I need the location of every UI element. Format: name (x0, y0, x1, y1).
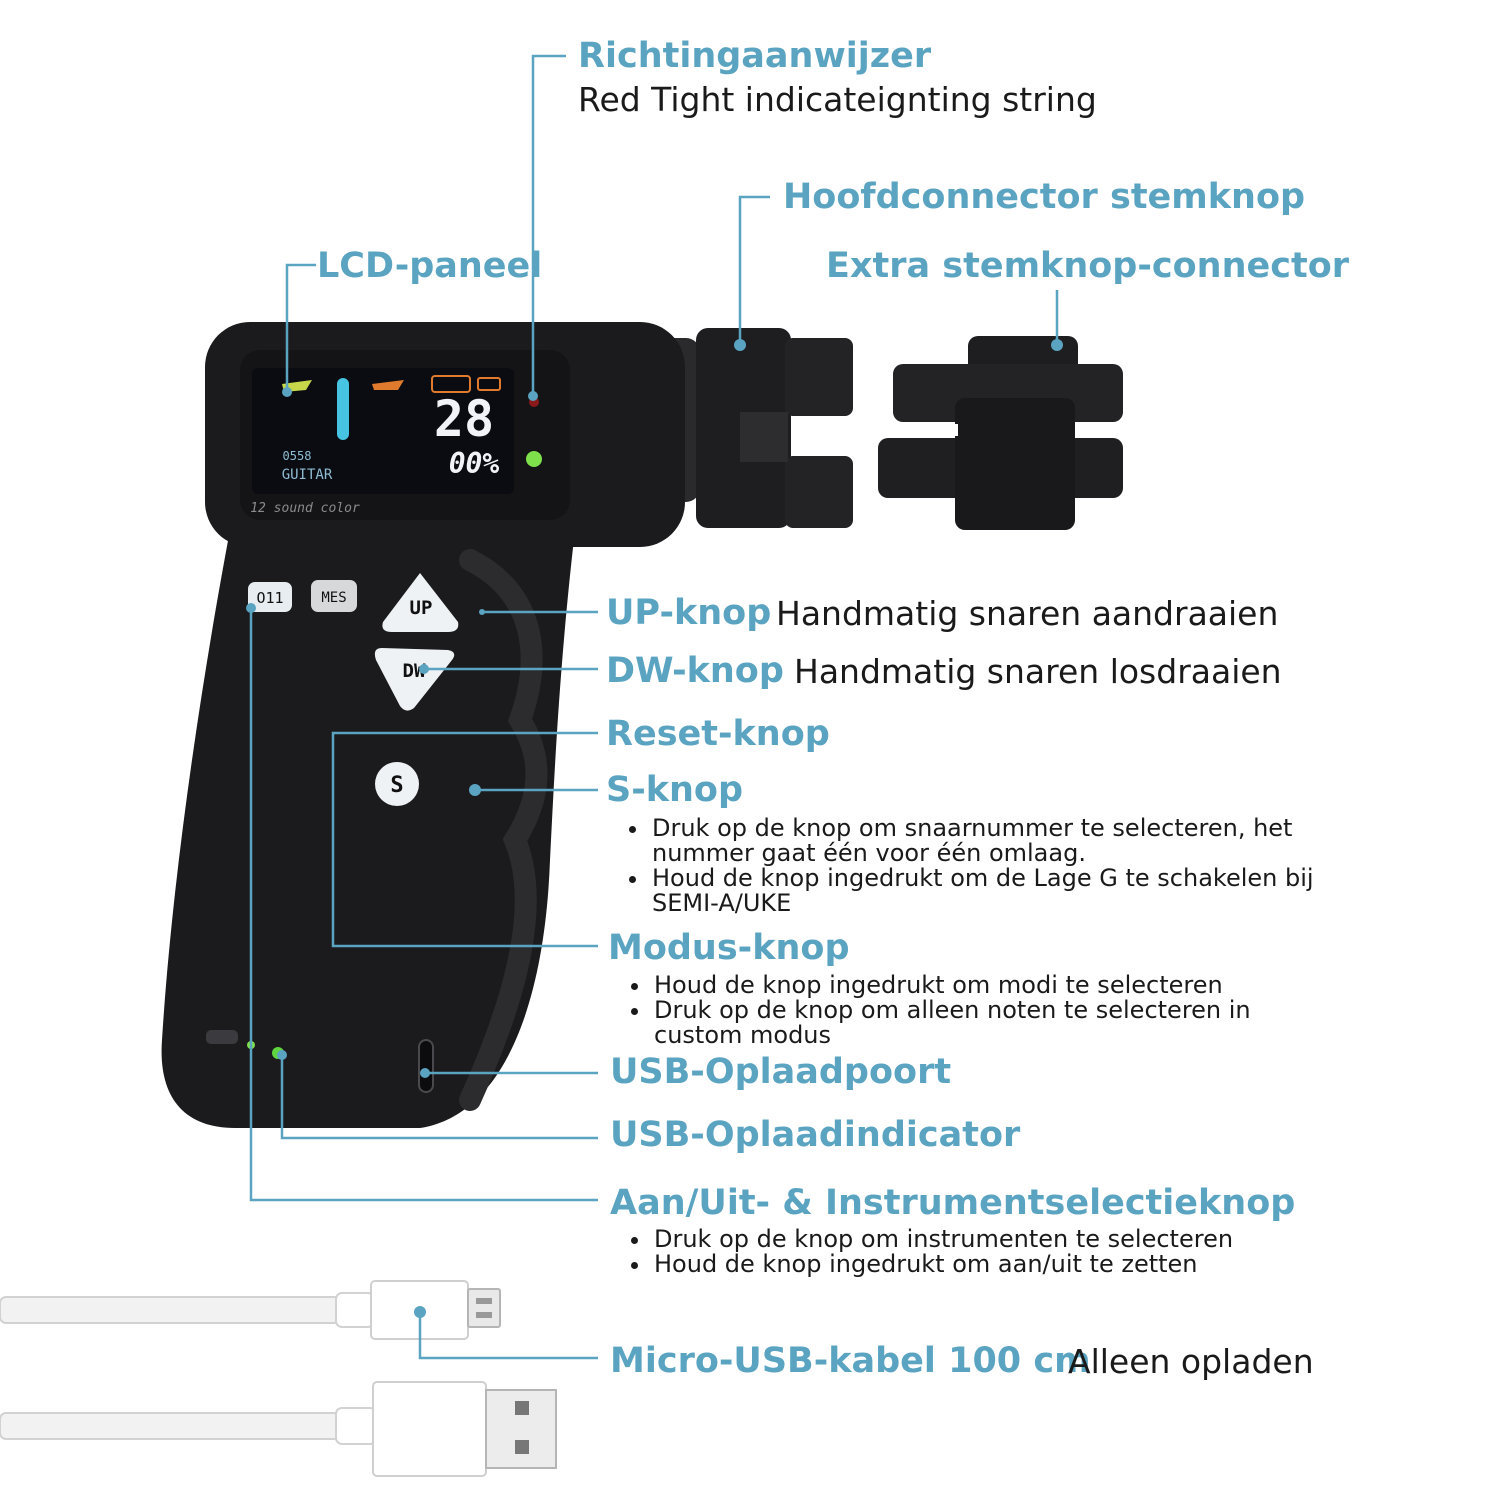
reset-knop-title: Reset-knop (606, 714, 830, 754)
lcd-mode-code: 0558 (283, 449, 312, 463)
svg-text:UP: UP (410, 597, 433, 619)
s-knop-bullet: Houd de knop ingedrukt om de Lage G te s… (650, 866, 1370, 916)
up-knop-desc: Handmatig snaren aandraaien (776, 594, 1279, 633)
s-knop-bullet: Druk op de knop om snaarnummer te select… (650, 816, 1370, 866)
svg-text:MES: MES (321, 590, 346, 606)
cable-title: Micro-USB-kabel 100 cm (610, 1341, 1091, 1381)
richtingaanwijzer-title: Richtingaanwijzer (578, 36, 932, 76)
cable-desc: Alleen opladen (1068, 1342, 1314, 1381)
extra-connector-shape (878, 336, 1123, 530)
extra-connector-title: Extra stemknop-connector (826, 246, 1350, 286)
lcd-caption: 12 sound color (250, 501, 360, 516)
down-button[interactable]: DW (374, 648, 455, 711)
flat-icon (372, 380, 404, 390)
direction-led-green (526, 451, 542, 467)
bottom-slot (206, 1030, 238, 1044)
modus-knop-bullet: Houd de knop ingedrukt om modi te select… (652, 973, 1332, 998)
dw-knop-title: DW-knop (606, 651, 784, 691)
tuning-needle-icon (337, 378, 349, 440)
s-knop-bullets: Druk op de knop om snaarnummer te select… (626, 816, 1370, 916)
power-button-bullet: Druk op de knop om instrumenten te selec… (652, 1227, 1352, 1252)
power-button-bullets: Druk op de knop om instrumenten te selec… (628, 1227, 1352, 1277)
richtingaanwijzer-desc: Red Tight indicateignting string (578, 80, 1097, 119)
hoofdconnector-title: Hoofdconnector stemknop (783, 177, 1306, 217)
modus-knop-bullets: Houd de knop ingedrukt om modi te select… (628, 973, 1332, 1048)
power-button-bullet: Houd de knop ingedrukt om aan/uit te zet… (652, 1252, 1352, 1277)
usb-cable (0, 1280, 557, 1477)
svg-text:DW: DW (403, 660, 426, 682)
up-button[interactable]: UP (382, 573, 459, 632)
svg-text:O11: O11 (256, 589, 283, 607)
s-button[interactable]: S (375, 762, 419, 806)
leader-lines (249, 54, 1059, 1360)
lcd-panel-title: LCD-paneel (317, 246, 543, 286)
power-button[interactable]: O11 (248, 582, 292, 612)
lcd-instrument: GUITAR (282, 467, 333, 483)
s-knop-title: S-knop (606, 770, 744, 810)
mode-button[interactable]: MES (311, 580, 357, 612)
leader-dots (246, 339, 1063, 1318)
lcd-screen: 28 00% 0558 GUITAR (252, 368, 514, 494)
lcd-percent: 00% (449, 447, 500, 480)
modus-knop-bullet: Druk op de knop om alleen noten te selec… (652, 998, 1332, 1048)
usb-port-title: USB-Oplaadpoort (610, 1052, 952, 1092)
svg-text:S: S (390, 773, 403, 798)
dw-knop-desc: Handmatig snaren losdraaien (794, 652, 1282, 691)
modus-knop-title: Modus-knop (608, 928, 850, 968)
battery-icon (477, 377, 501, 391)
power-button-title: Aan/Uit- & Instrumentselectieknop (610, 1183, 1296, 1223)
usb-port-slot (418, 1039, 434, 1093)
lcd-number: 28 (434, 390, 494, 448)
usb-indicator-title: USB-Oplaadindicator (610, 1115, 1021, 1155)
up-knop-title: UP-knop (606, 593, 772, 633)
